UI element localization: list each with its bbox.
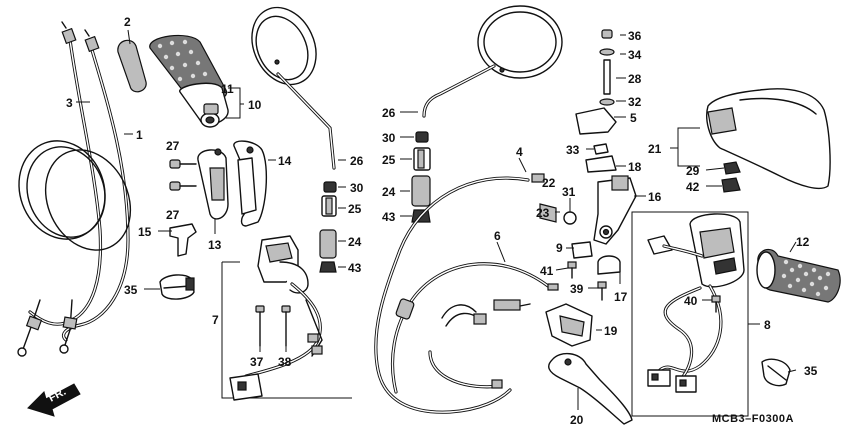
grip-right [756,248,841,303]
callout-2: 2 [124,15,131,29]
callout-37: 37 [250,355,264,369]
callout-30b: 30 [382,131,396,145]
callout-35: 35 [124,283,138,297]
callout-39: 39 [570,282,584,296]
callout-15: 15 [138,225,152,239]
callout-33: 33 [566,143,580,157]
center-cables [374,173,559,414]
callout-25b: 25 [382,153,396,167]
throttle-cables [17,21,132,357]
callout-42: 42 [686,180,700,194]
callout-9: 9 [556,241,563,255]
callout-17: 17 [614,290,628,304]
callout-38: 38 [278,355,292,369]
leader-lines [76,29,797,410]
throttle-grip [149,34,229,128]
callout-13: 13 [208,238,222,252]
mirror-right [411,5,563,223]
callout-32: 32 [628,95,642,109]
grip-end-cover [117,39,147,93]
callout-16: 16 [648,190,662,204]
hand-guard-21 [706,88,831,193]
callout-7: 7 [212,313,219,327]
switch-assembly-right [631,211,749,417]
callout-30: 30 [350,181,364,195]
callouts: 1 2 3 4 5 6 7 8 9 10 11 12 13 14 15 16 1… [66,15,818,427]
throttle-housing [197,140,267,227]
lever-bracket-16 [539,29,637,301]
callout-6: 6 [494,229,501,243]
callout-18: 18 [628,160,642,174]
callout-24b: 24 [382,185,396,199]
callout-11: 11 [221,82,234,96]
callout-1: 1 [136,128,143,142]
callout-27b: 27 [166,208,180,222]
callout-23: 23 [536,206,550,220]
callout-5: 5 [630,111,637,125]
callout-12: 12 [796,235,810,249]
callout-35b: 35 [804,364,818,378]
callout-27: 27 [166,139,180,153]
wire-band-left [159,274,195,300]
callout-10: 10 [248,98,262,112]
callout-22: 22 [542,176,556,190]
callout-31: 31 [562,185,576,199]
callout-4: 4 [516,145,523,159]
callout-29: 29 [686,164,700,178]
callout-20: 20 [570,413,584,427]
callout-43: 43 [348,261,362,275]
callout-40: 40 [684,294,698,308]
switch-assembly-left [221,235,352,401]
callout-3: 3 [66,96,73,110]
callout-41: 41 [540,264,554,278]
callout-26b: 26 [382,106,396,120]
callout-26: 26 [350,154,364,168]
screws-27 [169,159,197,191]
callout-19: 19 [604,324,618,338]
callout-25: 25 [348,202,362,216]
callout-28: 28 [628,72,642,86]
callout-14: 14 [278,154,292,168]
callout-34: 34 [628,48,642,62]
callout-43b: 43 [382,210,396,224]
callout-24: 24 [348,235,362,249]
callout-36: 36 [628,29,642,43]
front-direction-arrow: FR. [27,383,81,417]
callout-21: 21 [648,142,662,156]
clutch-switch-19 [545,303,593,347]
mirror-left [251,6,337,273]
lever-20 [548,353,633,425]
cable-clip-15 [169,223,197,257]
callout-8: 8 [764,318,771,332]
diagram-code: MCB3–F0300A [712,413,794,425]
wire-band-right [761,358,791,387]
